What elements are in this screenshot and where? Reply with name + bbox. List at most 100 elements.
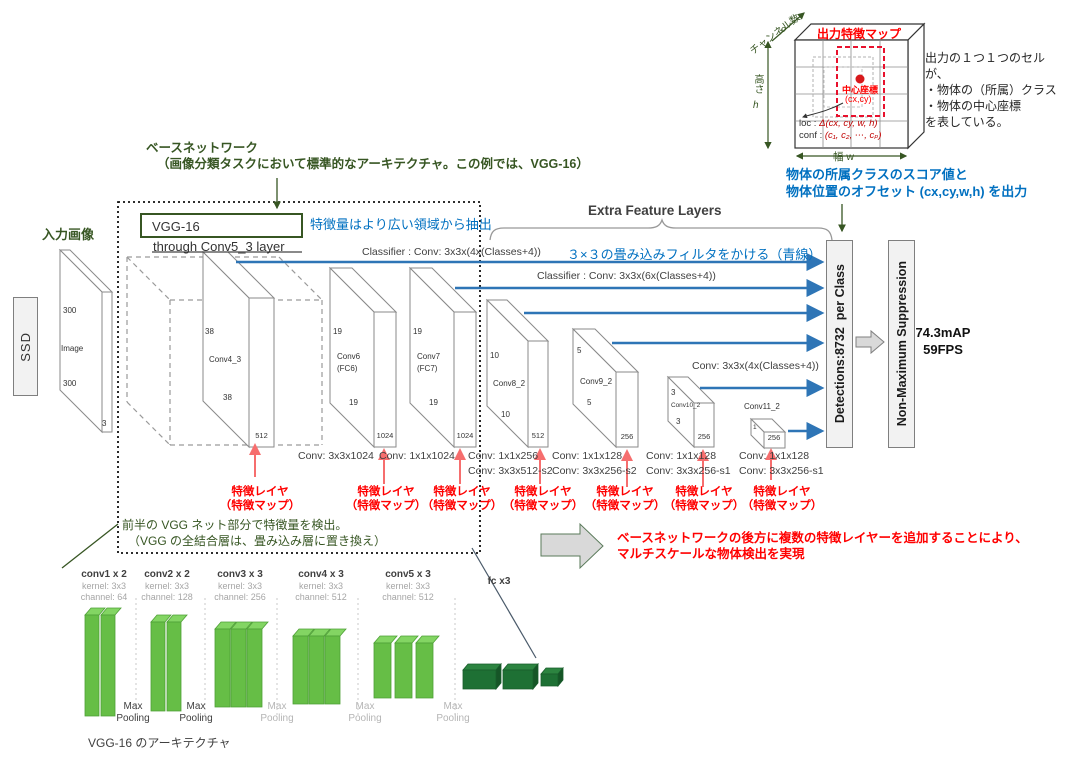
max-pooling-0-line1: Max (123, 701, 143, 712)
vgg-figure-link-line (61, 523, 119, 569)
block-front-2 (453, 311, 477, 448)
cube-side-note-line4: を表している。 (925, 115, 1009, 129)
center-coord-label: 中心座標 (842, 85, 879, 95)
conv-op-4-0: Conv: 1x1x128 (646, 450, 717, 462)
vgg-group-title-3: conv4 x 3 (298, 569, 344, 580)
vgg-fc-label: fc x3 (487, 576, 511, 587)
conv-op-1-0: Conv: 1x1x1024 (379, 450, 455, 462)
block-alias-2: (FC7) (417, 364, 438, 373)
conv5-volume-dashed-edge (126, 401, 171, 446)
fc-block-front-0 (462, 669, 497, 690)
block-name-5: Conv10_2 (671, 402, 701, 409)
input-image-label: 入力画像 (42, 227, 95, 242)
feature-layer-label-1-line2: （特徴マップ） (345, 500, 427, 512)
vgg-group-channel-4: channel: 512 (382, 592, 434, 602)
conv-op-5-0: Conv: 1x1x128 (739, 450, 810, 462)
vgg-group-title-0: conv1 x 2 (81, 569, 127, 580)
conv-op-3-0: Conv: 1x1x128 (552, 450, 623, 462)
cube-side-note-line2: ・物体の（所属）クラス (925, 83, 1057, 97)
feature-layer-label-5-line2: （特徴マップ） (663, 500, 745, 512)
vgg-slab-front-3-1 (308, 635, 325, 705)
fc-link-line (471, 547, 537, 659)
vgg-group-kernel-0: kernel: 3x3 (81, 581, 127, 591)
block-name-6: Conv11_2 (744, 402, 780, 411)
multiscale-block-arrow (540, 522, 604, 570)
vgg16-box: VGG-16 (140, 213, 303, 238)
feature-layer-label-0-line1: 特徴レイヤ (231, 486, 289, 498)
fc-block-front-1 (502, 669, 534, 690)
vgg-slab-front-2-1 (230, 628, 247, 708)
loc-line: loc : Δ(cx, cy, w, h) (799, 118, 878, 129)
max-pooling-4-line1: Max (443, 701, 463, 712)
block-size-top-1: 19 (333, 327, 342, 336)
fc-block-top-0 (462, 663, 502, 671)
feature-layer-label-2-line2: （特徴マップ） (421, 500, 503, 512)
channel-axis-var: c (781, 24, 786, 34)
cube-center-dot (855, 74, 865, 84)
max-pooling-2-line2: Pooling (260, 713, 294, 724)
vgg-group-channel-0: channel: 64 (80, 592, 128, 602)
vgg-slab-front-3-2 (324, 635, 341, 705)
vgg-slab-front-4-0 (373, 642, 392, 699)
conv5-volume-dashed-edge (278, 256, 323, 301)
block-channels-2: 1024 (456, 431, 474, 440)
vgg-figure-caption: VGG-16 のアーキテクチャ (88, 736, 231, 750)
block-alias-1: (FC6) (337, 364, 358, 373)
loc-math: Δ(cx, cy, w, h) (819, 118, 878, 129)
vgg-group-kernel-2: kernel: 3x3 (217, 581, 263, 591)
height-axis-label: 高さ (752, 74, 763, 94)
feature-layer-label-4-line2: （特徴マップ） (584, 500, 666, 512)
conv-op-5-1: Conv: 3x3x256-s1 (739, 464, 824, 477)
conf-prefix: conf : (799, 130, 823, 141)
vgg-slab-front-3-0 (292, 635, 309, 705)
vgg-group-kernel-1: kernel: 3x3 (144, 581, 190, 591)
block-size-top-3: 10 (490, 351, 499, 360)
multiscale-note-line1: ベースネットワークの後方に複数の特徴レイヤーを追加することにより、 (617, 531, 1028, 545)
max-pooling-2-line1: Max (267, 701, 287, 712)
max-pooling-3-line1: Max (355, 701, 375, 712)
block-name-2: Conv7 (417, 352, 441, 361)
vgg-group-kernel-4: kernel: 3x3 (385, 581, 431, 591)
cube-side-note-line1: 出力の１つ１つのセルが、 (925, 51, 1046, 81)
width-axis-label: 幅 w (833, 151, 854, 163)
vgg-front-note-line1: 前半の VGG ネット部分で特徴量を検出。 (122, 518, 348, 532)
vgg-group-channel-1: channel: 128 (141, 592, 193, 602)
cube-loc-curve-arrow (802, 102, 844, 119)
detections-to-nms-arrow (855, 329, 885, 355)
cube-side-note: 出力の１つ１つのセルが、 ・物体の（所属）クラス ・物体の中心座標 を表している… (925, 50, 1067, 130)
block-size-bottom-4: 5 (587, 398, 592, 407)
block-size-top-0: 38 (205, 327, 214, 336)
feature-layer-label-5-line1: 特徴レイヤ (675, 486, 733, 498)
base-network-note-line2: （画像分類タスクにおいて標準的なアーキテクチャ。この例では、VGG-16） (157, 157, 589, 171)
feature-layer-label-2-line1: 特徴レイヤ (433, 486, 491, 498)
cube-default-box-red (836, 46, 885, 117)
conv-op-4-1: Conv: 3x3x256-s1 (646, 464, 731, 477)
block-size-top-5: 3 (671, 388, 676, 397)
feature-layer-label-4-line1: 特徴レイヤ (596, 486, 654, 498)
loc-prefix: loc : (799, 118, 817, 129)
block-name-3: Conv8_2 (493, 379, 526, 388)
detections-label: Detections:8732 per Class (832, 264, 847, 424)
cube-right-face (907, 22, 925, 150)
detections-box: Detections:8732 per Class (826, 240, 853, 448)
channel-axis-arrow (771, 12, 805, 42)
max-pooling-4-line2: Pooling (436, 713, 470, 724)
base-network-note-line1: ベースネットワーク (146, 141, 258, 155)
block-front-5 (693, 402, 715, 448)
output-note-line2: 物体位置のオフセット (cx,cy,w,h) を出力 (786, 184, 1028, 199)
block-front-6 (763, 431, 786, 449)
conv-op-2-1: Conv: 3x3x512-s2 (468, 464, 553, 477)
wide-region-note: 特徴量はより広い領域から抽出 (310, 217, 492, 232)
classifier-note-3: Conv: 3x3x(4x(Classes+4)) (692, 360, 819, 372)
vgg-slab-front-2-0 (214, 628, 231, 708)
block-size-top-2: 19 (413, 327, 422, 336)
extra-feature-layers-brace (489, 217, 833, 241)
block-size-left-6: 1 (753, 424, 757, 431)
block-size-bottom-2: 19 (429, 398, 438, 407)
feature-layer-label-6-line1: 特徴レイヤ (753, 486, 811, 498)
vgg-group-channel-2: channel: 256 (214, 592, 266, 602)
block-size-top-4: 5 (577, 346, 582, 355)
vgg-group-title-1: conv2 x 2 (144, 569, 190, 580)
